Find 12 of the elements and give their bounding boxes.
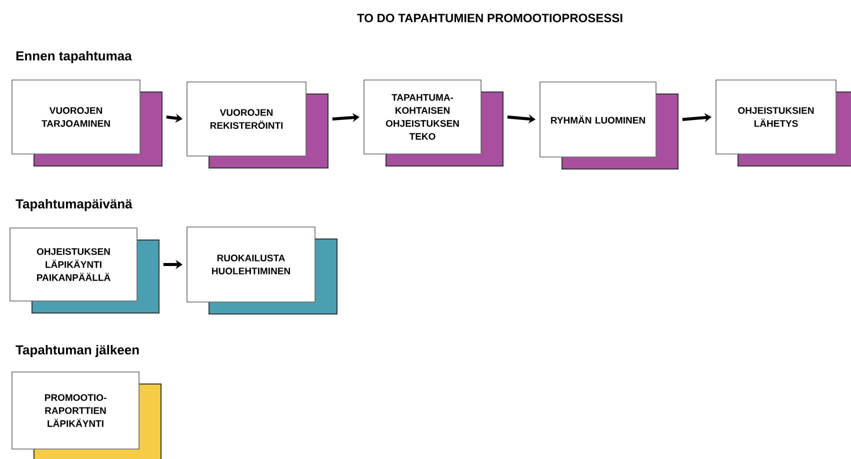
process-card: PROMOOTIO-RAPORTTIEN LÄPIKÄYNTI	[12, 372, 162, 459]
section-heading: Ennen tapahtumaa	[16, 50, 132, 64]
section-heading: Tapahtuman jälkeen	[16, 344, 139, 358]
process-card: VUOROJEN REKISTERÖINTI	[186, 82, 328, 168]
title: TO DO TAPAHTUMIEN PROMOOTIOPROSESSI	[357, 14, 622, 22]
process-card: VUOROJEN TARJOAMINEN	[12, 80, 162, 166]
process-card: RYHMÄN LUOMINEN	[540, 82, 678, 170]
process-card: OHJEISTUKSIEN LÄHETYS	[716, 80, 851, 166]
process-card: TAPAHTUMA-KOHTAISEN OHJEISTUKSEN TEKO	[364, 80, 504, 166]
section-heading: Tapahtumapäivänä	[16, 198, 132, 212]
process-card: OHJEISTUKSEN LÄPIKÄYNTI PAIKANPÄÄLLÄ	[10, 228, 160, 314]
process-card: RUOKAILUSTA HUOLEHTIMINEN	[186, 226, 338, 314]
